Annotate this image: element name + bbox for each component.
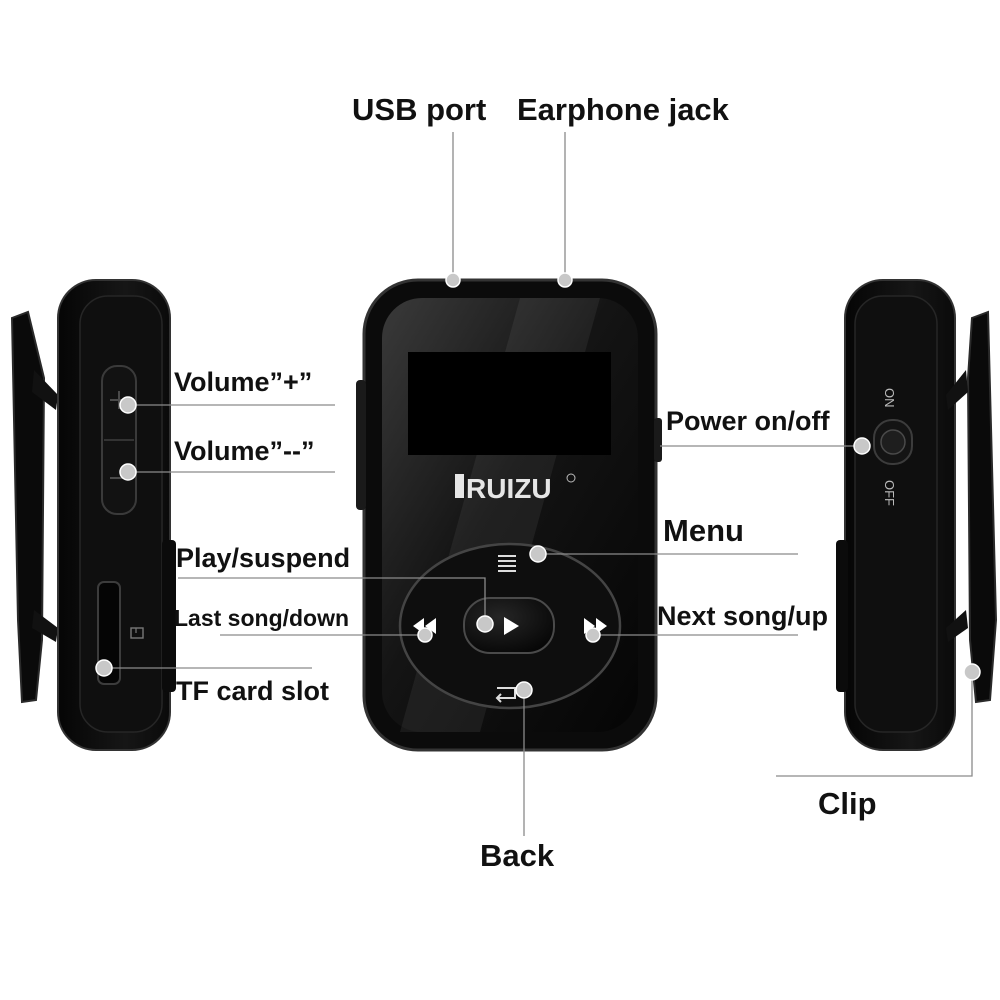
label-play-suspend: Play/suspend (176, 543, 351, 573)
label-usb-port: USB port (352, 92, 487, 127)
leader-lines (104, 132, 973, 836)
label-tf-card-slot: TF card slot (176, 676, 330, 706)
sd-card-icon (130, 627, 144, 639)
point-clip (963, 663, 981, 681)
brand-logo-text: RUIZU (466, 473, 552, 504)
leader-clip (776, 672, 973, 777)
label-clip: Clip (818, 786, 877, 821)
label-menu: Menu (663, 513, 744, 548)
right-clip (966, 310, 998, 704)
right-side-view: ON OFF (836, 279, 998, 751)
left-clip (10, 310, 46, 704)
point-menu (529, 545, 547, 563)
point-play-suspend (476, 615, 494, 633)
label-last-song-down: Last song/down (174, 605, 350, 631)
point-usb-port (445, 272, 461, 288)
label-power-on-off: Power on/off (666, 406, 830, 436)
point-last-song (417, 627, 433, 643)
power-switch-knob (880, 429, 906, 455)
right-side-face (854, 295, 938, 733)
brand-logo: RUIZU (455, 473, 576, 504)
left-side-view (10, 279, 176, 751)
menu-lines-icon[interactable] (498, 555, 516, 572)
right-clip-hinge-bottom (946, 610, 968, 642)
side-volume-bulge (356, 380, 366, 510)
front-view: RUIZU (356, 278, 662, 752)
point-power (853, 437, 871, 455)
right-clip-hinge-top (946, 370, 968, 410)
point-earphone-jack (557, 272, 573, 288)
label-volume-up: Volume”+” (174, 367, 313, 397)
leader-play-suspend (178, 577, 486, 624)
switch-on-label: ON (882, 388, 897, 408)
power-switch-bulge (654, 418, 662, 462)
label-back: Back (480, 838, 555, 873)
point-tf-card (95, 659, 113, 677)
return-icon[interactable] (495, 687, 516, 703)
callout-points (95, 272, 981, 699)
point-next-song (585, 627, 601, 643)
tf-card-slot[interactable] (97, 581, 121, 685)
right-side-lip (836, 540, 848, 692)
label-next-song-up: Next song/up (657, 601, 829, 631)
point-volume-down (119, 463, 137, 481)
label-volume-down: Volume”--” (174, 436, 315, 466)
switch-off-label: OFF (882, 480, 897, 506)
point-back (515, 681, 533, 699)
point-volume-up (119, 396, 137, 414)
left-side-lip (162, 540, 176, 692)
left-clip-hinge-bottom (32, 610, 58, 642)
play-icon (504, 617, 519, 635)
label-earphone-jack: Earphone jack (517, 92, 729, 127)
left-clip-hinge-top (32, 370, 58, 410)
display-screen (408, 352, 611, 455)
